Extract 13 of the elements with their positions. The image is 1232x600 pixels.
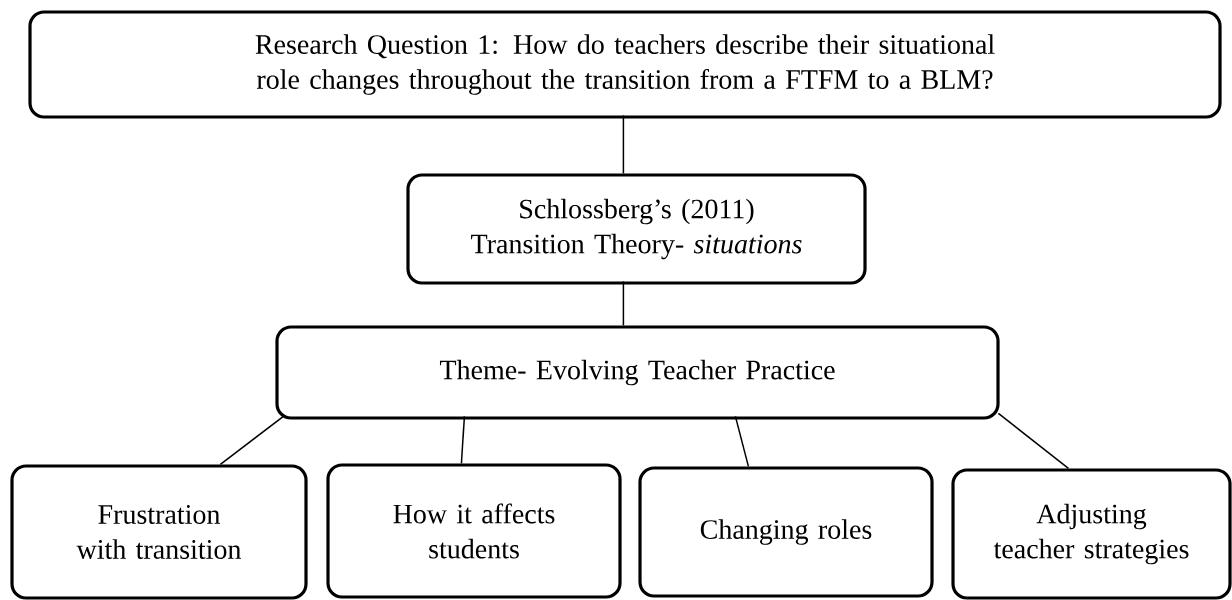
text-box: Changing roles xyxy=(638,466,934,598)
connector-line xyxy=(997,412,1070,470)
connector-line xyxy=(622,280,625,327)
text-box: Schlossberg’s (2011) Transition Theory- situations xyxy=(406,173,867,285)
text-box: Frustration with transition xyxy=(10,464,308,600)
connector-line xyxy=(622,114,625,175)
text-box: Adjusting teacher strategies xyxy=(951,468,1232,600)
text-box: Research Question 1: How do teachers describe their situational role changes throughout the transition from a FTFM to a BLM? xyxy=(28,10,1222,119)
connector-line xyxy=(219,415,285,466)
text-box: How it affects students xyxy=(326,463,622,599)
text-box: Theme- Evolving Teacher Practice xyxy=(275,325,1000,420)
connector-line xyxy=(734,415,750,468)
connector-line xyxy=(460,415,466,465)
